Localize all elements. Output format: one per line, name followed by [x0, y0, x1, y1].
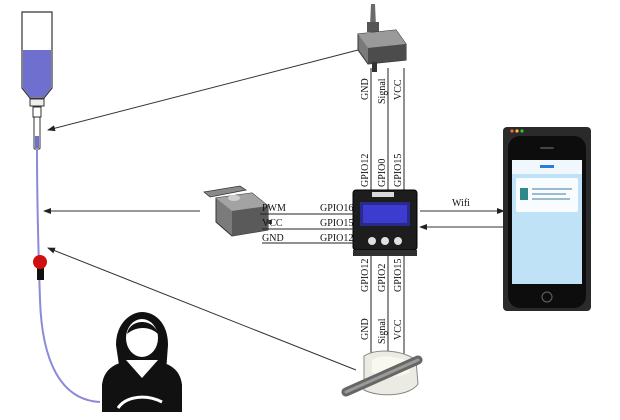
servo-gpio12: GPIO12 [320, 233, 353, 244]
bottom-sensor-wires [370, 256, 405, 360]
bottom-sensor-pin-signal: Signal [377, 318, 388, 344]
bottom-sensor-pin-gnd: GND [360, 318, 371, 340]
oled-screen [363, 205, 407, 223]
servo-wires [260, 213, 356, 244]
esp-oled-board-icon [352, 189, 418, 256]
iv-tube [36, 149, 101, 403]
servo-gpio16: GPIO16 [320, 203, 353, 214]
board-bottom-pin-gpio15: GPIO15 [393, 259, 404, 292]
board-top-pin-gpio15: GPIO15 [393, 154, 404, 187]
iv-fluid [23, 50, 51, 97]
top-sensor-pin-signal: Signal [377, 78, 388, 104]
board-top-pin-gpio0: GPIO0 [377, 159, 388, 187]
arrow-bottom-sensor-to-clamp [47, 247, 357, 371]
arrow-top-sensor-to-drip [47, 49, 359, 132]
roller-clamp-icon [33, 255, 47, 280]
smartphone-icon [503, 127, 591, 311]
servo-pin-pwm: PWM [262, 203, 286, 214]
top-sensor-icon [357, 4, 407, 72]
servo-motor-icon [203, 185, 272, 237]
top-sensor-pin-vcc: VCC [393, 79, 404, 100]
servo-pin-vcc: VCC [262, 218, 283, 229]
patient-icon [102, 312, 182, 412]
iv-bottle-icon [21, 11, 53, 150]
servo-gpio15: GPIO15 [320, 218, 353, 229]
top-sensor-pin-gnd: GND [360, 78, 371, 100]
servo-pin-gnd: GND [262, 233, 284, 244]
bottom-sensor-icon [341, 350, 423, 397]
top-sensor-wires [370, 68, 405, 192]
board-bottom-pin-gpio2: GPIO2 [377, 264, 388, 292]
board-top-pin-gpio12: GPIO12 [360, 154, 371, 187]
wifi-label: Wifi [452, 198, 470, 209]
board-bottom-pin-gpio12: GPIO12 [360, 259, 371, 292]
bottom-sensor-pin-vcc: VCC [393, 319, 404, 340]
